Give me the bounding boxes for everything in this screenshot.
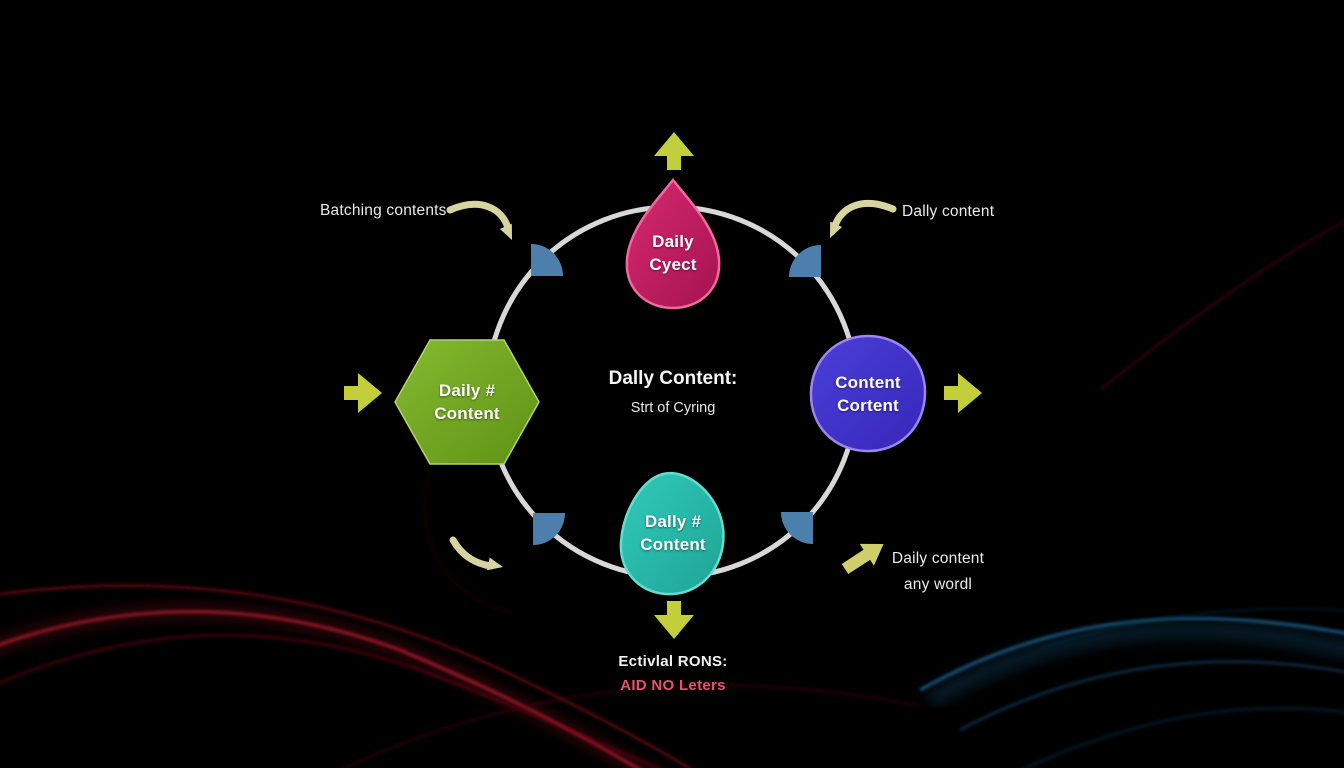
red-waves — [0, 220, 1344, 768]
curved-arrow-top-right — [830, 199, 897, 232]
node-top-line2: Cyect — [649, 254, 697, 274]
curved-arrow-head-top-right-icon — [824, 221, 843, 241]
curved-arrow-head-bottom-left-icon — [486, 557, 505, 574]
node-top-daily-cyect: Daily Cyect — [613, 176, 733, 312]
teardrop-pink-shape — [625, 177, 721, 310]
curved-arrow-top-left — [446, 200, 512, 232]
label-daily-content-bottom-right: Daily content any wordl — [868, 546, 1008, 598]
node-right-line2: Cortent — [837, 395, 899, 415]
curved-arrow-head-top-left-icon — [499, 223, 518, 243]
arrow-up-icon — [654, 132, 694, 170]
node-top-line1: Daily — [652, 231, 694, 251]
node-bottom-line2: Content — [640, 534, 706, 554]
arrow-right-right-side-icon — [944, 373, 982, 413]
arrow-right-left-side-icon — [344, 373, 382, 413]
curved-arrow-bottom-left — [449, 536, 495, 570]
footer-caption: Ectivlal RONS: AID NO Leters — [573, 653, 773, 694]
node-top-label: Daily Cyect — [613, 176, 733, 312]
node-left-label: Daily # Content — [392, 337, 542, 467]
hexagon-green-shape — [394, 339, 540, 465]
node-right-line1: Content — [835, 372, 901, 392]
node-bottom-label: Dally # Content — [611, 466, 735, 600]
label-daily-content-top-right: Dally content — [902, 203, 995, 220]
node-left-daily-content: Daily # Content — [392, 337, 542, 467]
footer-line2: AID NO Leters — [620, 677, 726, 694]
label-batching-contents: Batching contents — [320, 202, 447, 219]
circle-purple-shape — [809, 334, 927, 453]
node-bottom-line1: Dally # — [644, 511, 702, 531]
center-caption: Dally Content: Strt of Cyring — [543, 368, 803, 416]
center-subtitle: Strt of Cyring — [630, 400, 716, 416]
node-right-label: Content Cortent — [807, 333, 929, 455]
node-bottom-dally-content: Dally # Content — [611, 466, 735, 600]
label-br-line2: any wordl — [903, 576, 973, 593]
teardrop-teal-shape — [619, 471, 725, 596]
node-right-content-cortent: Content Cortent — [807, 333, 929, 455]
node-left-line1: Daily # — [438, 380, 496, 400]
curved-arrows — [446, 199, 897, 570]
blue-waves — [919, 608, 1344, 768]
node-left-line2: Content — [434, 403, 500, 423]
center-title: Dally Content: — [608, 368, 738, 389]
label-br-line1: Daily content — [891, 550, 985, 567]
arrow-down-icon — [654, 601, 694, 639]
footer-line1: Ectivlal RONS: — [618, 653, 728, 670]
